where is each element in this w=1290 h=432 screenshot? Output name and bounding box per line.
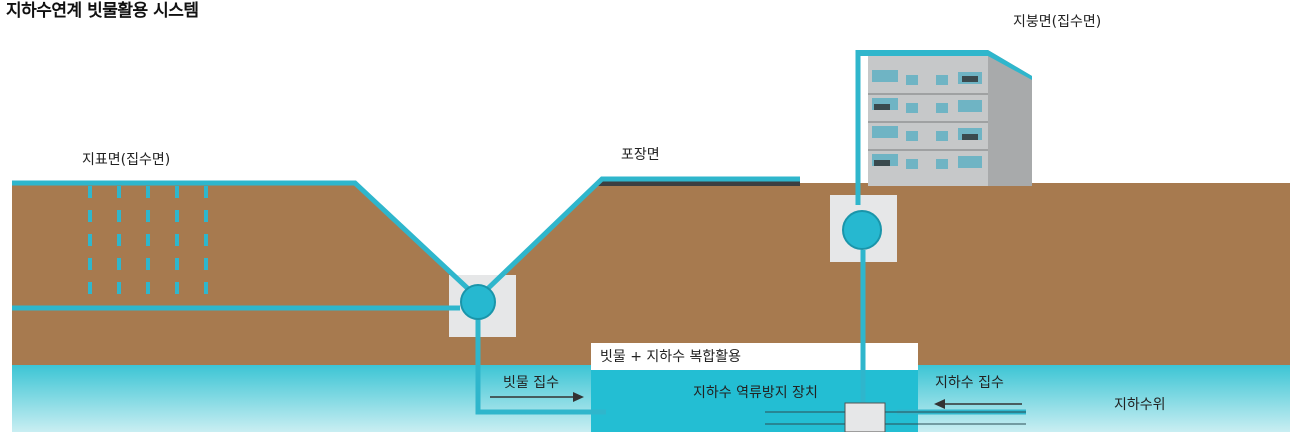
pavement-label: 포장면 bbox=[621, 147, 660, 163]
backflow-device-box bbox=[844, 402, 886, 432]
perforated-pipes bbox=[88, 186, 208, 305]
manhole-right-circle bbox=[842, 210, 882, 250]
groundwater-level-label: 지하수위 bbox=[1114, 397, 1166, 413]
roof-label: 지붕면(집수면) bbox=[1013, 14, 1102, 30]
groundwater-collection-label: 지하수 집수 bbox=[935, 375, 1004, 391]
backflow-device-label: 지하수 역류방지 장치 bbox=[693, 385, 818, 401]
manhole-left-circle bbox=[460, 284, 496, 320]
left-arrow-icon bbox=[934, 399, 1022, 409]
ground-surface-label: 지표면(집수면) bbox=[82, 152, 171, 168]
rain-collection-label: 빗물 집수 bbox=[503, 375, 559, 391]
combined-use-label: 빗물 + 지하수 복합활용 bbox=[600, 349, 742, 365]
building-icon bbox=[858, 50, 1032, 186]
soil-layer bbox=[12, 183, 1290, 365]
right-arrow-icon bbox=[490, 392, 584, 402]
diagram-title: 지하수연계 빗물활용 시스템 bbox=[6, 1, 199, 21]
